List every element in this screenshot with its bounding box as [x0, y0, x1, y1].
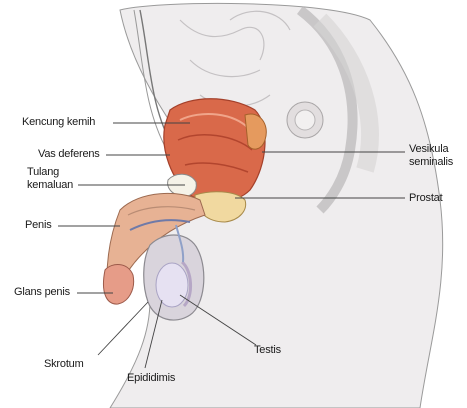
- label-vesikula-line2: seminalis: [409, 156, 453, 169]
- label-testis: Testis: [254, 344, 281, 357]
- label-skrotum: Skrotum: [44, 358, 84, 371]
- label-vesikula-line1: Vesikula: [409, 143, 448, 156]
- label-vas-deferens: Vas deferens: [38, 148, 100, 161]
- testis-shape: [156, 263, 188, 307]
- label-kencing-kemih: Kencung kemih: [22, 116, 95, 129]
- label-epididimis: Epididimis: [127, 372, 175, 385]
- label-penis: Penis: [25, 219, 52, 232]
- leader-skrotum: [98, 302, 148, 355]
- label-prostat: Prostat: [409, 192, 442, 205]
- label-tulang-line2: kemaluan: [27, 179, 73, 192]
- label-tulang-line1: Tulang: [27, 166, 59, 179]
- label-glans-penis: Glans penis: [14, 286, 70, 299]
